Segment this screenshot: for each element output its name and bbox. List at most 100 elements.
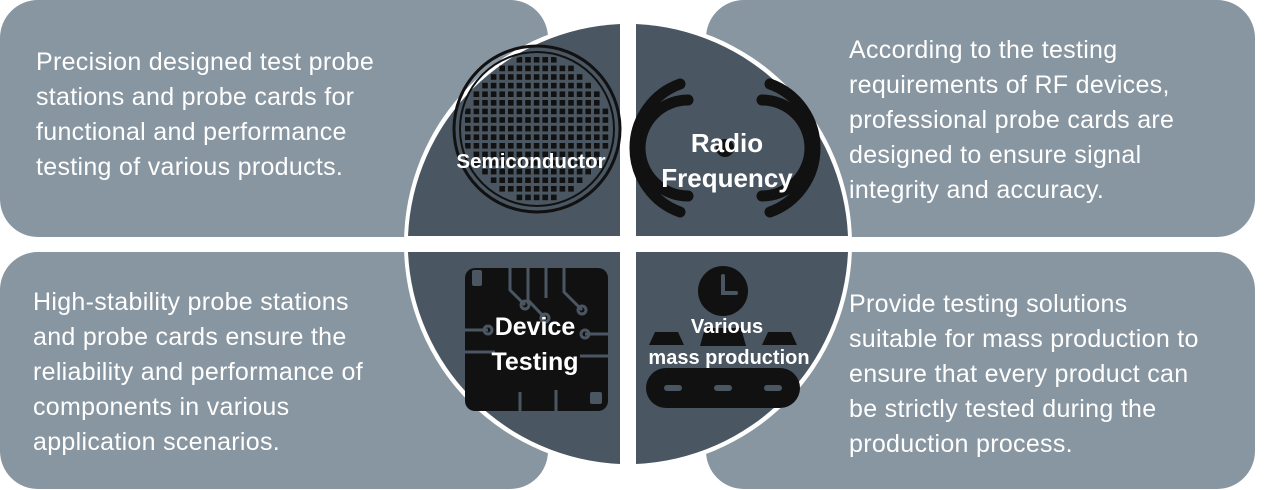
wafer-die (508, 151, 514, 158)
wafer-die (499, 143, 505, 149)
radio-frequency-description: According to the testing requirements of… (849, 36, 1175, 204)
wafer-die (551, 65, 557, 72)
wafer-die (508, 108, 514, 115)
wafer-die (551, 57, 557, 63)
wafer-die (585, 125, 591, 132)
wafer-die (602, 117, 609, 123)
wafer-die (482, 82, 488, 89)
wafer-die (499, 177, 505, 183)
circuit-chip-icon (465, 268, 608, 411)
wafer-die (525, 194, 531, 201)
wafer-die (559, 125, 566, 132)
wafer-die (576, 151, 583, 158)
wafer-die (525, 177, 531, 183)
wafer-die (594, 134, 600, 140)
wafer-die (499, 186, 505, 192)
wafer-die (516, 177, 523, 183)
wafer-die (568, 100, 574, 106)
wafer-die (576, 143, 583, 149)
mass-production-label-line2: mass production (648, 347, 809, 369)
wafer-die (551, 82, 557, 89)
wafer-die (516, 134, 523, 140)
wafer-die (585, 82, 591, 89)
wafer-die (542, 82, 548, 89)
wafer-die (482, 134, 488, 140)
wafer-die (559, 160, 566, 166)
wafer-die (516, 91, 523, 97)
wafer-die (559, 108, 566, 115)
wafer-die (551, 134, 557, 140)
wafer-die (594, 160, 600, 166)
wafer-die (559, 151, 566, 158)
wafer-die (490, 91, 497, 97)
wafer-die (465, 143, 471, 149)
wafer-die (508, 65, 514, 72)
wafer-die (568, 65, 574, 72)
wafer-die (559, 134, 566, 140)
wafer-die (542, 186, 548, 192)
wafer-die (533, 168, 540, 175)
wafer-die (568, 117, 574, 123)
wafer-die (585, 134, 591, 140)
wafer-die (533, 82, 540, 89)
wafer-die (490, 117, 497, 123)
wafer-die (533, 91, 540, 97)
wafer-die (568, 160, 574, 166)
wafer-die (602, 134, 609, 140)
production-line-icon (646, 266, 800, 408)
wafer-die (508, 100, 514, 106)
mass-production-description: Provide testing solutions suitable for m… (849, 290, 1199, 458)
wafer-die (559, 168, 566, 175)
semiconductor-label: Semiconductor (456, 150, 605, 173)
wafer-die (602, 143, 609, 149)
wafer-die (533, 100, 540, 106)
wafer-die (576, 117, 583, 123)
wafer-die (525, 160, 531, 166)
wafer-die (482, 168, 488, 175)
wafer-die (551, 74, 557, 80)
wafer-die (542, 194, 548, 201)
wafer-die (559, 82, 566, 89)
wafer-die (585, 143, 591, 149)
wafer-die (499, 108, 505, 115)
wafer-die (533, 108, 540, 115)
wafer-die (490, 168, 497, 175)
wafer-die (499, 160, 505, 166)
wafer-die (551, 160, 557, 166)
wafer-die (516, 57, 523, 63)
wafer-die (482, 108, 488, 115)
wafer-die (525, 65, 531, 72)
wafer-die (525, 108, 531, 115)
wafer-die (525, 100, 531, 106)
wafer-die (594, 125, 600, 132)
wafer-die (508, 160, 514, 166)
wafer-die (508, 134, 514, 140)
wafer-die (551, 177, 557, 183)
wafer-die (490, 82, 497, 89)
wafer-die (576, 160, 583, 166)
wafer-die (473, 143, 480, 149)
device-testing-label-line2: Testing (491, 348, 578, 376)
wafer-die (525, 57, 531, 63)
wafer-die (525, 82, 531, 89)
wafer-die (551, 91, 557, 97)
wafer-die (551, 117, 557, 123)
wafer-die (594, 91, 600, 97)
wafer-die (516, 143, 523, 149)
wafer-die (568, 74, 574, 80)
wafer-die (508, 82, 514, 89)
wafer-die (499, 100, 505, 106)
wafer-die (516, 117, 523, 123)
wafer-die (559, 186, 566, 192)
wafer-die (482, 160, 488, 166)
wafer-die (533, 134, 540, 140)
wafer-die (576, 100, 583, 106)
wafer-die (465, 125, 471, 132)
wafer-die (542, 160, 548, 166)
semiconductor-description: Precision designed test probe stations a… (36, 48, 375, 181)
wafer-die (482, 125, 488, 132)
wafer-die (516, 160, 523, 166)
wafer-die (473, 108, 480, 115)
wafer-die (568, 91, 574, 97)
